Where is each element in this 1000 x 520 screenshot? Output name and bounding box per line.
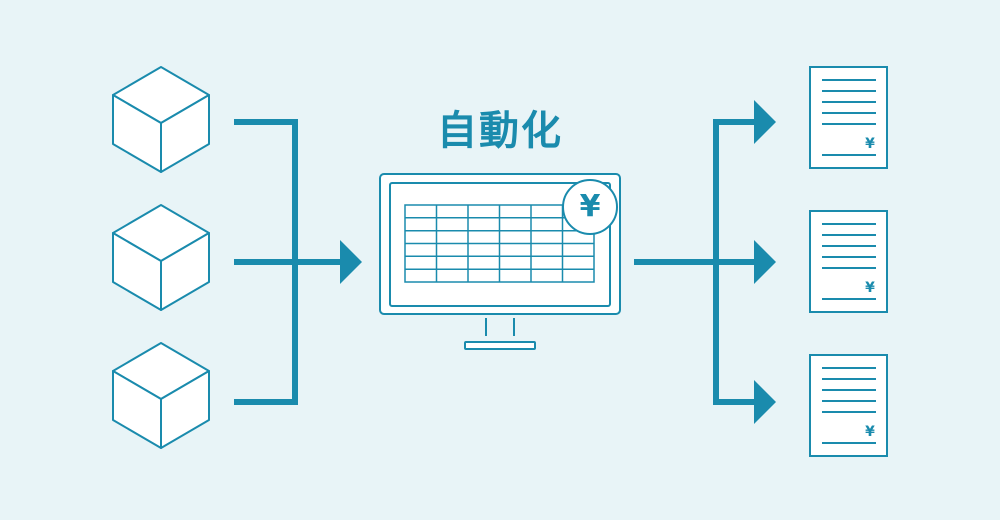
spreadsheet-grid xyxy=(404,204,595,283)
yen-symbol: ¥ xyxy=(865,136,875,152)
diagram-title: 自動化 xyxy=(437,108,563,154)
yen-symbol: ¥ xyxy=(865,280,875,296)
cube-icon xyxy=(112,204,210,311)
cube-icon xyxy=(112,66,210,173)
yen-symbol: ¥ xyxy=(579,189,601,224)
arrow-right-icon xyxy=(754,240,776,284)
invoice-document-icon xyxy=(809,210,888,313)
cube-icon xyxy=(112,342,210,449)
yen-coin-icon xyxy=(562,179,618,235)
invoice-document-icon xyxy=(809,354,888,457)
merge-connector xyxy=(234,119,342,405)
yen-symbol: ¥ xyxy=(865,424,875,440)
invoice-document-icon xyxy=(809,66,888,169)
arrow-right-icon xyxy=(754,380,776,424)
arrow-right-icon xyxy=(754,100,776,144)
arrow-right-icon xyxy=(340,240,362,284)
split-connector xyxy=(634,119,760,405)
